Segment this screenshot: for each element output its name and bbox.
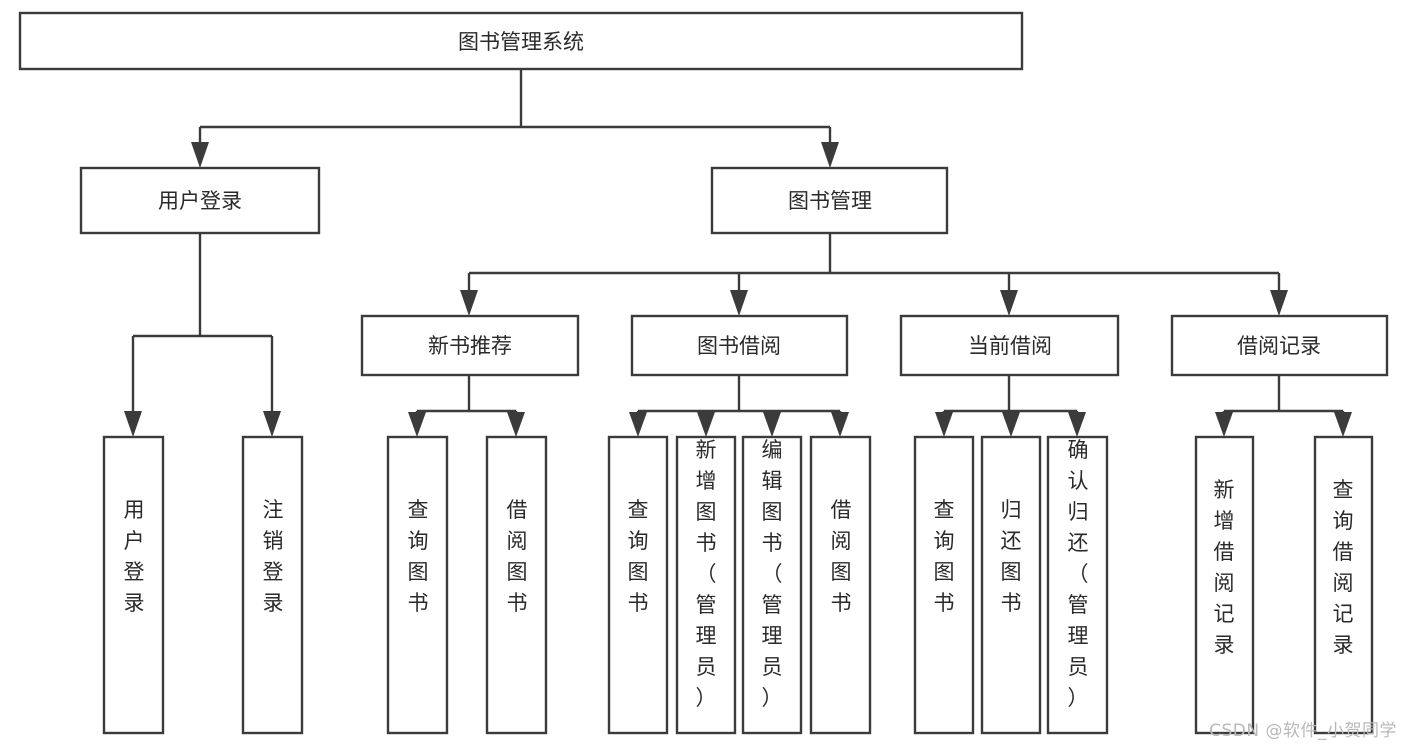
- node-leaf-query-book-2-box[interactable]: [607, 435, 669, 735]
- node-root-label: 图书管理系统: [458, 30, 584, 54]
- node-leaf-add-record-box[interactable]: [1194, 435, 1255, 735]
- node-leaf-confirm-return-label: 确认归还（管理员）: [1068, 438, 1089, 710]
- node-book-borrow-label: 图书借阅: [697, 334, 781, 358]
- node-leaf-query-record[interactable]: 查询借阅记录: [1313, 435, 1374, 735]
- arrow-head-leaf-return-book: [1002, 412, 1020, 437]
- node-leaf-borrow-book-2-label: 借阅图书: [831, 498, 852, 615]
- node-leaf-query-book-1-box[interactable]: [386, 435, 449, 735]
- node-current-borrow-box[interactable]: [899, 314, 1120, 377]
- arrow-head-user-login: [191, 142, 209, 168]
- arrow-head-leaf-user-login: [124, 411, 142, 437]
- arrow-head-book-mgmt: [821, 142, 839, 168]
- arrow-head-new-book-rec: [460, 290, 478, 316]
- node-leaf-edit-book[interactable]: 编辑图书（管理员）: [741, 435, 803, 735]
- node-new-book-rec[interactable]: 新书推荐: [360, 314, 580, 377]
- node-leaf-add-book-box[interactable]: [675, 435, 737, 735]
- arrow-head-leaf-query-book-1: [408, 412, 426, 437]
- arrow-head-leaf-confirm-return: [1068, 412, 1086, 437]
- arrow-head-leaf-query-record: [1334, 412, 1352, 437]
- node-leaf-query-book-2-label: 查询图书: [628, 498, 649, 615]
- node-current-borrow-label: 当前借阅: [968, 334, 1052, 358]
- node-leaf-user-login-box[interactable]: [102, 435, 165, 735]
- arrow-head-leaf-add-record: [1215, 412, 1233, 437]
- node-leaf-return-book[interactable]: 归还图书: [980, 435, 1042, 735]
- arrow-head-leaf-query-book-2: [629, 412, 647, 437]
- node-borrow-record-box[interactable]: [1170, 314, 1389, 377]
- connector-group-new-book-rec: [408, 375, 525, 437]
- node-current-borrow[interactable]: 当前借阅: [899, 314, 1120, 377]
- node-leaf-borrow-book-1-label: 借阅图书: [507, 498, 528, 615]
- node-book-mgmt-label: 图书管理: [788, 189, 872, 213]
- node-root[interactable]: 图书管理系统: [18, 11, 1024, 71]
- node-leaf-user-login[interactable]: 用户登录: [102, 435, 165, 735]
- node-leaf-borrow-book-1[interactable]: 借阅图书: [485, 435, 548, 735]
- node-root-box[interactable]: [18, 11, 1024, 71]
- node-leaf-query-record-label: 查询借阅记录: [1333, 478, 1354, 657]
- arrow-head-leaf-edit-book: [763, 412, 781, 437]
- node-leaf-add-book-label: 新增图书（管理员）: [696, 438, 717, 710]
- node-leaf-query-book-3-box[interactable]: [913, 435, 975, 735]
- node-leaf-logout[interactable]: 注销登录: [241, 435, 304, 735]
- node-leaf-add-record[interactable]: 新增借阅记录: [1194, 435, 1255, 735]
- node-leaf-query-book-3[interactable]: 查询图书: [913, 435, 975, 735]
- node-leaf-borrow-book-1-box[interactable]: [485, 435, 548, 735]
- csdn-watermark: CSDN @软件_小贺同学: [1209, 721, 1397, 741]
- node-new-book-rec-label: 新书推荐: [428, 334, 512, 358]
- arrow-head-current-borrow: [1000, 290, 1018, 316]
- node-leaf-confirm-return-box[interactable]: [1046, 435, 1109, 735]
- node-leaf-query-record-box[interactable]: [1313, 435, 1374, 735]
- node-leaf-query-book-1-label: 查询图书: [408, 498, 429, 615]
- node-user-login-label: 用户登录: [158, 189, 242, 213]
- node-leaf-query-book-2[interactable]: 查询图书: [607, 435, 669, 735]
- node-borrow-record[interactable]: 借阅记录: [1170, 314, 1389, 377]
- node-leaf-return-book-box[interactable]: [980, 435, 1042, 735]
- node-leaf-borrow-book-2-box[interactable]: [809, 435, 872, 735]
- node-leaf-edit-book-box[interactable]: [741, 435, 803, 735]
- node-leaf-add-record-label: 新增借阅记录: [1214, 478, 1235, 657]
- node-book-borrow-box[interactable]: [630, 314, 849, 377]
- arrow-head-borrow-record: [1270, 290, 1288, 316]
- node-book-borrow[interactable]: 图书借阅: [630, 314, 849, 377]
- connector-group-current-borrow: [935, 375, 1086, 437]
- node-leaf-edit-book-label: 编辑图书（管理员）: [762, 438, 783, 710]
- node-leaf-borrow-book-2[interactable]: 借阅图书: [809, 435, 872, 735]
- node-borrow-record-label: 借阅记录: [1237, 334, 1321, 358]
- arrow-head-leaf-add-book: [697, 412, 715, 437]
- arrow-head-leaf-borrow-book-2: [831, 412, 849, 437]
- connector-group-root: [191, 69, 839, 168]
- arrow-head-leaf-query-book-3: [935, 412, 953, 437]
- connector-group-borrow-record: [1215, 375, 1352, 437]
- node-leaf-confirm-return[interactable]: 确认归还（管理员）: [1046, 435, 1109, 735]
- node-user-login[interactable]: 用户登录: [79, 166, 321, 235]
- connector-group-book-mgmt: [460, 233, 1288, 316]
- node-book-mgmt-box[interactable]: [710, 166, 949, 235]
- connector-group-book-borrow: [629, 375, 849, 437]
- node-new-book-rec-box[interactable]: [360, 314, 580, 377]
- connector-group-user-login: [124, 233, 281, 437]
- node-book-mgmt[interactable]: 图书管理: [710, 166, 949, 235]
- node-user-login-box[interactable]: [79, 166, 321, 235]
- node-leaf-user-login-label: 用户登录: [124, 498, 145, 615]
- node-leaf-query-book-3-label: 查询图书: [934, 498, 955, 615]
- node-leaf-logout-box[interactable]: [241, 435, 304, 735]
- node-leaf-add-book[interactable]: 新增图书（管理员）: [675, 435, 737, 735]
- node-leaf-query-book-1[interactable]: 查询图书: [386, 435, 449, 735]
- arrow-head-leaf-borrow-book-1: [507, 412, 525, 437]
- arrow-head-book-borrow: [730, 290, 748, 316]
- node-leaf-return-book-label: 归还图书: [1001, 498, 1022, 615]
- arrow-head-leaf-logout: [263, 411, 281, 437]
- node-leaf-logout-label: 注销登录: [263, 498, 284, 615]
